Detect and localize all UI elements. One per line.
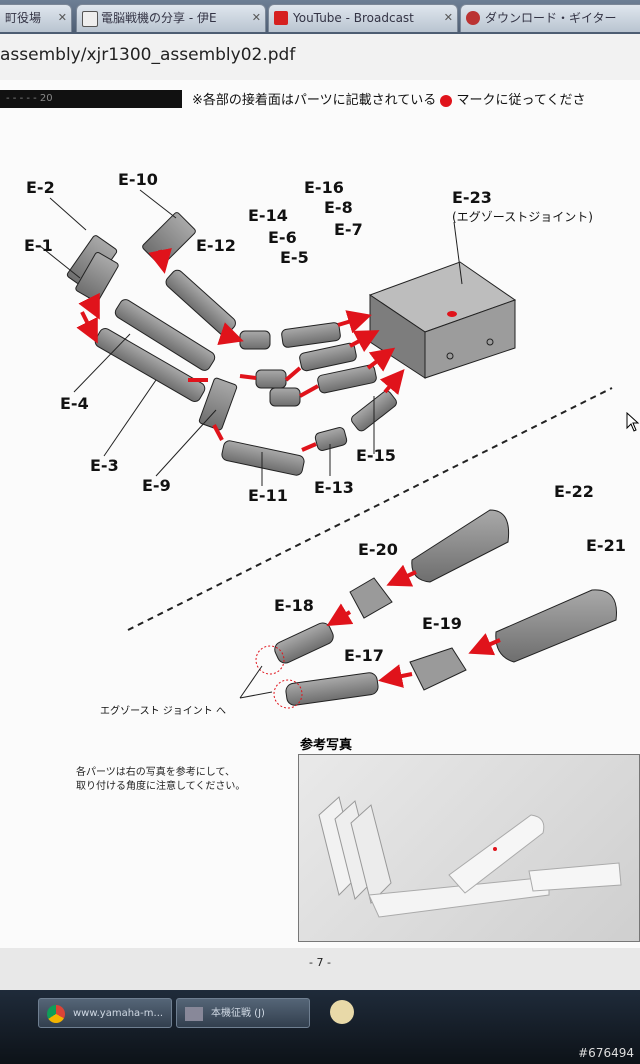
tab-2[interactable]: 電脳戦機の分享 - 伊E ✕: [76, 4, 266, 32]
address-bar[interactable]: assembly/xjr1300_assembly02.pdf: [0, 34, 640, 81]
label-e7: E-7: [334, 220, 363, 239]
tab-3-label: YouTube - Broadcast: [293, 11, 414, 25]
label-e14: E-14: [248, 206, 288, 225]
label-e19: E-19: [422, 614, 462, 633]
label-e11: E-11: [248, 486, 288, 505]
tab-3[interactable]: YouTube - Broadcast ✕: [268, 4, 458, 32]
label-e22: E-22: [554, 482, 594, 501]
label-e21: E-21: [586, 536, 626, 555]
label-e8: E-8: [324, 198, 353, 217]
label-e5: E-5: [280, 248, 309, 267]
close-icon[interactable]: ✕: [443, 11, 453, 24]
page-gap: [0, 948, 640, 990]
label-e12: E-12: [196, 236, 236, 255]
joint-label: エグゾースト ジョイント へ: [100, 706, 226, 717]
taskbar-app[interactable]: 本機征戦 (J): [176, 998, 310, 1028]
label-e18: E-18: [274, 596, 314, 615]
page-number: - 7 -: [309, 956, 331, 969]
close-icon[interactable]: ✕: [251, 11, 261, 24]
label-e13: E-13: [314, 478, 354, 497]
tab-bar: 町役場 ✕ 電脳戦機の分享 - 伊E ✕ YouTube - Broadcast…: [0, 0, 640, 34]
tab-1[interactable]: 町役場 ✕: [0, 4, 72, 32]
pdf-page: - - - - - 20 ※各部の接着面はパーツに記載されている マークに従って…: [0, 80, 640, 948]
label-e9: E-9: [142, 476, 171, 495]
reference-note-line1: 各パーツは右の写真を参考にして、: [76, 767, 235, 778]
divider-line: [127, 387, 613, 631]
window-icon: [185, 1007, 203, 1021]
tab-2-label: 電脳戦機の分享 - 伊E: [101, 11, 217, 25]
label-e15: E-15: [356, 446, 396, 465]
site-favicon-icon: [466, 11, 480, 25]
assembly-diagram: [39, 189, 617, 709]
tab-4[interactable]: ダウンロード・ギイター: [460, 4, 640, 32]
taskbar-chrome-label: www.yamaha-m...: [73, 1008, 164, 1019]
lower-arrows: [326, 564, 501, 688]
header-note-text: ※各部の接着面はパーツに記載されている: [192, 93, 437, 108]
upper-arrows: [76, 248, 405, 452]
exhaust-joint-box: [368, 261, 517, 379]
pdf-viewer[interactable]: - - - - - 20 ※各部の接着面はパーツに記載されている マークに従って…: [0, 80, 640, 990]
label-e1: E-1: [24, 236, 53, 255]
watermark: #676494: [578, 1046, 634, 1060]
header-note: ※各部の接着面はパーツに記載されている マークに従ってくださ: [192, 89, 586, 108]
reference-title: 参考写真: [300, 738, 353, 753]
address-text[interactable]: assembly/xjr1300_assembly02.pdf: [0, 45, 296, 65]
taskbar: www.yamaha-m... 本機征戦 (J): [0, 990, 640, 1064]
mouse-cursor-icon: [626, 412, 640, 432]
close-icon[interactable]: ✕: [57, 11, 67, 24]
tab-1-label: 町役場: [5, 11, 42, 25]
leader-lines: [39, 189, 463, 486]
label-e16: E-16: [304, 178, 344, 197]
header-bar: - - - - - 20: [0, 90, 182, 108]
avatar[interactable]: [330, 1000, 354, 1024]
reference-photo: [298, 754, 640, 942]
label-e4: E-4: [60, 394, 89, 413]
reference-photo-drawing: [318, 796, 622, 918]
taskbar-chrome[interactable]: www.yamaha-m...: [38, 998, 172, 1028]
label-e23-sub: (エグゾーストジョイント): [452, 210, 593, 224]
e-logo-icon: [82, 11, 98, 27]
muffler-parts: [239, 509, 617, 709]
label-e23: E-23: [452, 188, 492, 207]
header-pipes: [66, 212, 397, 476]
label-e2: E-2: [26, 178, 55, 197]
label-e3: E-3: [90, 456, 119, 475]
chrome-icon: [47, 1005, 65, 1023]
taskbar-app-label: 本機征戦 (J): [211, 1008, 265, 1019]
red-mark-icon: [440, 94, 453, 107]
header-note-tail: マークに従ってくださ: [456, 93, 586, 108]
youtube-icon: [274, 11, 288, 25]
label-e20: E-20: [358, 540, 398, 559]
reference-note: 各パーツは右の写真を参考にして、 取り付ける角度に注意してください。: [76, 766, 245, 794]
label-e6: E-6: [268, 228, 297, 247]
tab-4-label: ダウンロード・ギイター: [485, 11, 617, 25]
label-e17: E-17: [344, 646, 384, 665]
label-e10: E-10: [118, 170, 158, 189]
reference-note-line2: 取り付ける角度に注意してください。: [76, 781, 246, 792]
